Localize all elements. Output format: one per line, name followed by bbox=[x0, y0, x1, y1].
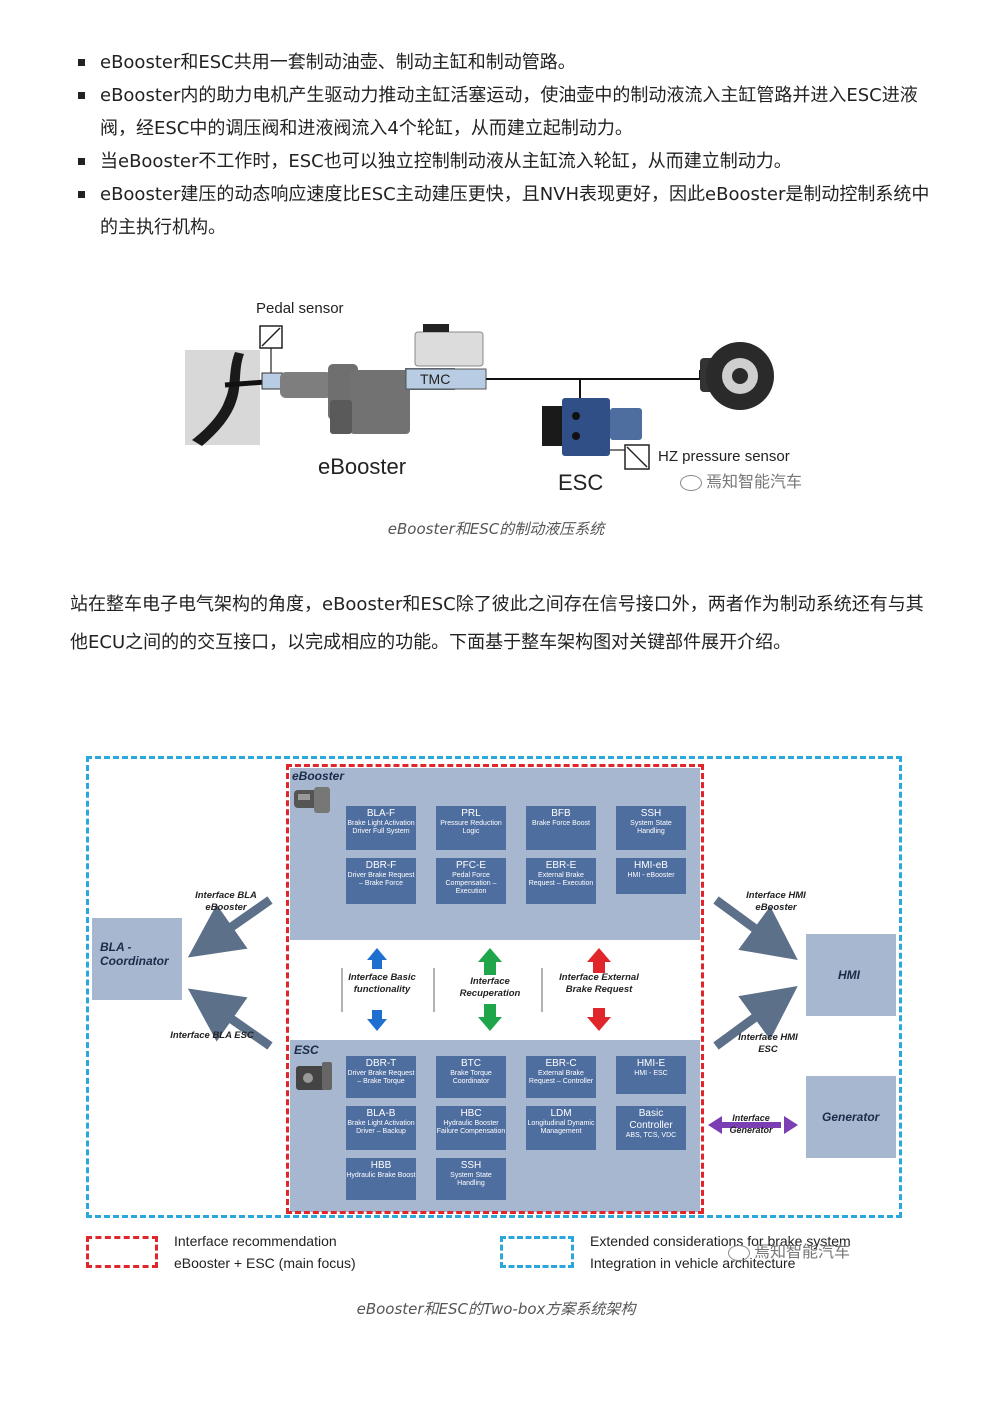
bullet-square-icon bbox=[78, 158, 85, 165]
arrow-generator bbox=[708, 1116, 798, 1134]
arrow-hmi-esc bbox=[713, 986, 798, 1050]
reservoir-icon bbox=[414, 331, 484, 367]
esc-unit-icon bbox=[562, 398, 610, 456]
interface-bla-ebooster-label: Interface BLA eBooster bbox=[195, 890, 257, 913]
legend-red-swatch bbox=[86, 1236, 158, 1268]
arrow-external-brake-request bbox=[587, 948, 611, 1031]
input-rod-connector bbox=[261, 372, 283, 390]
figure1-caption: eBooster和ESC的制动液压系统 bbox=[387, 520, 605, 538]
bullet-text: eBooster建压的动态响应速度比ESC主动建压更快，且NVH表现更好，因此e… bbox=[100, 184, 930, 238]
brake-line-to-esc bbox=[530, 378, 581, 402]
interface-basic-label: Interface Basic functionality bbox=[348, 972, 416, 995]
pedal-rod bbox=[224, 379, 266, 388]
hz-sensor-label: HZ pressure sensor bbox=[658, 448, 790, 465]
arrow-hmi-ebooster bbox=[713, 896, 798, 960]
interface-external-label: Interface External Brake Request bbox=[559, 972, 639, 995]
bullet-item: eBooster和ESC共用一套制动油壶、制动主缸和制动管路。 bbox=[70, 46, 930, 79]
tmc-label: TMC bbox=[420, 371, 451, 387]
interface-arrows bbox=[187, 896, 798, 1134]
watermark: 焉知智能汽车 bbox=[728, 1238, 850, 1262]
esc-thumbnail-icon bbox=[296, 1062, 332, 1090]
wechat-icon bbox=[728, 1244, 750, 1261]
pedal-background bbox=[185, 350, 260, 445]
generator-box: Generator bbox=[806, 1076, 896, 1158]
interface-hmi-ebooster-label: Interface HMI eBooster bbox=[746, 890, 806, 913]
vehicle-architecture-boundary bbox=[86, 756, 902, 1218]
hydraulic-illustration bbox=[185, 324, 774, 470]
interface-recuperation-label: Interface Recuperation bbox=[459, 976, 521, 999]
bullet-square-icon bbox=[78, 92, 85, 99]
ebooster-motor bbox=[280, 372, 332, 398]
figure2-caption: eBooster和ESC的Two-box方案系统架构 bbox=[356, 1300, 636, 1318]
wechat-icon bbox=[680, 474, 702, 491]
legend-blue-line1: Extended considerations for brake system bbox=[590, 1233, 851, 1249]
brake-pedal-icon bbox=[192, 352, 244, 446]
bullet-item: eBooster内的助力电机产生驱动力推动主缸活塞运动，使油壶中的制动液流入主缸… bbox=[70, 79, 930, 145]
hydraulic-system-figure: Pedal sensor TMC eBooster ESC HZ pressur… bbox=[180, 290, 820, 505]
bullet-item: 当eBooster不工作时，ESC也可以独立控制制动液从主缸流入轮缸，从而建立制… bbox=[70, 145, 930, 178]
interface-generator-label: Interface Generator bbox=[729, 1113, 773, 1135]
ebooster-panel bbox=[290, 768, 700, 940]
body-paragraph: 站在整车电子电气架构的角度，eBooster和ESC除了彼此之间存在信号接口外，… bbox=[70, 594, 924, 653]
brake-line-to-wheel bbox=[486, 370, 701, 380]
ebooster-esc-focus-boundary bbox=[286, 764, 704, 1214]
ebooster-panel-title: eBooster bbox=[292, 769, 345, 783]
legend-red-line1: Interface recommendation bbox=[174, 1233, 337, 1249]
bullet-text: eBooster内的助力电机产生驱动力推动主缸活塞运动，使油壶中的制动液流入主缸… bbox=[100, 85, 918, 139]
bullet-text: 当eBooster不工作时，ESC也可以独立控制制动液从主缸流入轮缸，从而建立制… bbox=[100, 151, 792, 172]
bullet-square-icon bbox=[78, 59, 85, 66]
bullet-text: eBooster和ESC共用一套制动油壶、制动主缸和制动管路。 bbox=[100, 52, 576, 73]
hmi-box: HMI bbox=[806, 934, 896, 1016]
arrow-bla-esc bbox=[187, 988, 273, 1050]
interface-hmi-esc-label: Interface HMI ESC bbox=[738, 1032, 798, 1055]
legend-blue-swatch bbox=[500, 1236, 574, 1268]
esc-label: ESC bbox=[558, 470, 604, 495]
bla-coordinator-box: BLA - Coordinator bbox=[92, 918, 182, 1000]
bullet-item: eBooster建压的动态响应速度比ESC主动建压更快，且NVH表现更好，因此e… bbox=[70, 178, 930, 244]
bullet-square-icon bbox=[78, 191, 85, 198]
arrow-bla-ebooster bbox=[187, 896, 273, 958]
legend-red-line2: eBooster + ESC (main focus) bbox=[174, 1255, 356, 1271]
watermark: 焉知智能汽车 bbox=[680, 468, 802, 492]
bullet-list: eBooster和ESC共用一套制动油壶、制动主缸和制动管路。 eBooster… bbox=[70, 46, 930, 244]
pedal-sensor-label: Pedal sensor bbox=[256, 300, 344, 317]
arrow-recuperation bbox=[478, 948, 502, 1031]
interface-bla-esc-label: Interface BLA ESC bbox=[170, 1030, 254, 1041]
ebooster-label: eBooster bbox=[318, 454, 407, 479]
ebooster-thumbnail-icon bbox=[294, 787, 330, 813]
esc-panel-title: ESC bbox=[294, 1043, 319, 1057]
arrow-basic-functionality bbox=[367, 948, 387, 1031]
